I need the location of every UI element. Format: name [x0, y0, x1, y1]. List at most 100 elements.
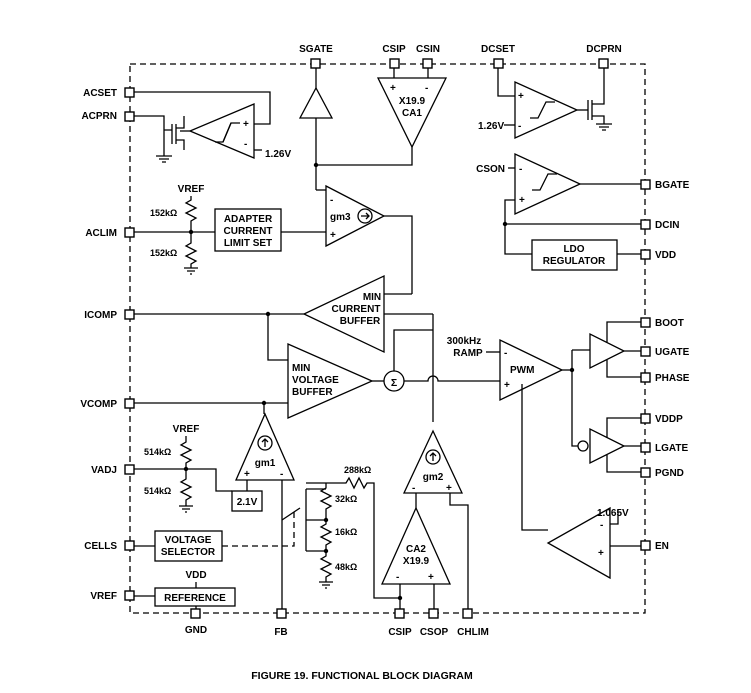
acset-wire [134, 91, 271, 125]
dcset-comparator-symbol [514, 80, 579, 140]
pin-label-acprn: ACPRN [81, 111, 117, 122]
pin-bgate [640, 179, 651, 190]
ca1-symbol [376, 77, 448, 149]
node-dot [397, 595, 403, 601]
label-r514-top: 514kΩ [144, 447, 171, 457]
top-pins: SGATE CSIP CSIN DCSET DCPRN [299, 44, 622, 69]
gm1-minus: - [280, 469, 283, 480]
pin-vadj [124, 464, 135, 475]
dcset-comp-minus: - [518, 121, 521, 132]
pin-acset [124, 87, 135, 98]
ca2-minus: - [396, 572, 399, 583]
pin-fb [276, 608, 287, 619]
label-126v-a: 1.26V [265, 149, 291, 160]
pin-label-phase: PHASE [655, 373, 690, 384]
ldo-regulator-block [531, 239, 618, 271]
en-comp-plus: + [598, 548, 604, 559]
gm3-plus: + [330, 230, 336, 241]
pin-label-fb: FB [274, 627, 287, 638]
ca2-plus: + [428, 572, 434, 583]
pin-label-pgnd: PGND [655, 468, 684, 479]
pin-label-aclim: ACLIM [85, 228, 117, 239]
acprn-nmos [134, 115, 185, 156]
pin-label-ugate: UGATE [655, 347, 690, 358]
resistor-152-top [184, 196, 198, 232]
vadj-wire [134, 468, 232, 492]
figure-caption: FIGURE 19. FUNCTIONAL BLOCK DIAGRAM [251, 670, 473, 682]
label-r16: 16kΩ [335, 527, 357, 537]
ca2-symbol [380, 506, 452, 585]
en-comparator: - + 1.065V [521, 384, 641, 580]
icomp-to-mvb-wire [267, 314, 288, 361]
ground-icon-ladder [319, 581, 333, 589]
dcprn-nmos [587, 68, 605, 124]
pin-label-bgate: BGATE [655, 180, 690, 191]
pin-csip-top [389, 58, 400, 69]
gm3-arrow-icon [361, 212, 370, 220]
mcb-label-1: MIN [363, 292, 381, 303]
pin-label-gnd: GND [185, 625, 207, 636]
label-cson: CSON [476, 164, 505, 175]
pin-pgnd [640, 467, 651, 478]
pin-label-en: EN [655, 541, 669, 552]
gm3-out-wire [384, 215, 413, 294]
pwm-plus: + [504, 380, 510, 391]
selector-reference: VOLTAGE SELECTOR VDD REFERENCE [134, 512, 295, 609]
ref-2v1-label: 2.1V [237, 497, 258, 508]
pin-label-cells: CELLS [84, 541, 117, 552]
ldo-label-1: LDO [563, 244, 584, 255]
sum-symbol: Σ [391, 377, 397, 389]
adapter-label-2: CURRENT [224, 226, 273, 237]
min-voltage-buffer-symbol [287, 343, 374, 419]
label-r32: 32kΩ [335, 494, 357, 504]
pin-label-dcin: DCIN [655, 220, 679, 231]
resistor-514-bot [179, 469, 193, 506]
resistor-48 [319, 551, 333, 582]
pin-vdd [640, 249, 651, 260]
mvb-label-1: MIN [292, 363, 310, 374]
pin-vddp [640, 413, 651, 424]
pwm-split-wire [571, 350, 578, 447]
adapter-current-limit-block [214, 208, 282, 252]
gm1-plus: + [244, 469, 250, 480]
gm3-minus: - [330, 195, 333, 206]
label-vref-b: VREF [173, 424, 200, 435]
sgate-buffer [298, 68, 413, 190]
mvb-label-3: BUFFER [292, 387, 333, 398]
ca1-plus: + [390, 83, 396, 94]
dcset-comp-plus: + [518, 91, 524, 102]
chlim-wire [449, 493, 469, 609]
en-to-pwm-wire [521, 384, 548, 531]
pin-label-csip-bottom: CSIP [388, 627, 412, 638]
ca2-gm2: gm2 - + CA2 X19.9 - + [380, 429, 469, 609]
pin-label-chlim: CHLIM [457, 627, 489, 638]
pin-vcomp [124, 398, 135, 409]
pin-dcin [640, 219, 651, 230]
pgnd-wire [606, 455, 641, 473]
ugate-driver-symbol [589, 332, 626, 370]
resistor-16 [319, 520, 333, 551]
pin-aclim [124, 227, 135, 238]
gm3-label: gm3 [330, 212, 351, 223]
pin-csin [422, 58, 433, 69]
pin-chlim [462, 608, 473, 619]
mvb-label-2: VOLTAGE [292, 375, 339, 386]
label-ramp-freq: 300kHz [447, 336, 481, 347]
pin-label-vddp: VDDP [655, 414, 683, 425]
ground-icon-acprn [156, 155, 172, 163]
label-ramp: RAMP [453, 348, 483, 359]
chip-boundary [129, 63, 646, 614]
vddp-wire [606, 417, 641, 438]
ground-icon-aclim [184, 267, 198, 275]
selector-label-2: SELECTOR [161, 547, 216, 558]
ground-icon-dcprn [596, 123, 612, 131]
resistor-288 [306, 476, 375, 520]
label-r288: 288kΩ [344, 465, 371, 475]
selector-switch [281, 507, 301, 521]
resistor-152-bot [184, 232, 198, 268]
pin-label-icomp: ICOMP [84, 310, 117, 321]
label-r152-top: 152kΩ [150, 208, 177, 218]
gate-drivers [577, 321, 641, 473]
ca2-gain: X19.9 [403, 556, 430, 567]
